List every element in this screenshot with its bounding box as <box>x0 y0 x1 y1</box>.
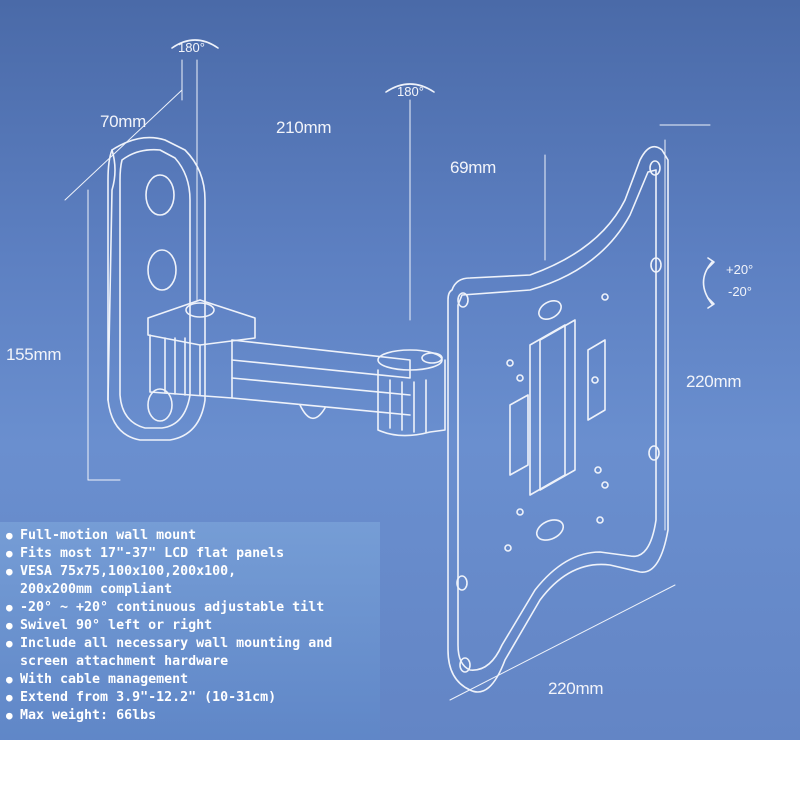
bullet-icon: ● <box>6 637 13 650</box>
feature-item: ● Fits most 17"-37" LCD flat panels <box>6 545 380 563</box>
tilt-down-label: -20° <box>728 284 752 299</box>
feature-list: ● Full-motion wall mount ● Fits most 17"-37… <box>6 527 380 725</box>
feature-item: ● Full-motion wall mount <box>6 527 380 545</box>
feature-list-panel: ● Full-motion wall mount ● Fits most 17"-37… <box>0 522 380 740</box>
wall-swivel-label: 180° <box>178 40 205 55</box>
arm-length-label: 210mm <box>276 118 332 137</box>
tilt-up-label: +20° <box>726 262 754 277</box>
bullet-icon: ● <box>6 619 13 632</box>
bullet-icon: ● <box>6 601 13 614</box>
wall-depth-label: 70mm <box>100 112 147 131</box>
feature-text: VESA 75x75,100x100,200x100, <box>20 564 237 579</box>
swing-arm-drawing <box>147 299 446 437</box>
bullet-icon: ● <box>6 547 13 560</box>
feature-item: ● With cable management <box>6 671 380 689</box>
feature-text: Fits most 17"-37" LCD flat panels <box>20 546 285 561</box>
feature-item: ● Include all necessary wall mounting and… <box>6 635 380 671</box>
feature-text: Full-motion wall mount <box>20 528 197 543</box>
bottom-white-margin <box>0 740 800 800</box>
bullet-icon: ● <box>6 691 13 704</box>
feature-text: Include all necessary wall mounting and <box>20 636 333 651</box>
bullet-icon: ● <box>6 709 13 722</box>
bullet-icon: ● <box>6 529 13 542</box>
feature-text: Max weight: 66lbs <box>20 708 157 723</box>
feature-text: Swivel 90° left or right <box>20 618 213 633</box>
rotation-arrow-wall <box>171 39 219 49</box>
wall-height-label: 155mm <box>6 345 62 364</box>
rotation-arrow-arm <box>385 83 435 93</box>
wall-mount-line-drawing <box>64 39 715 701</box>
plate-height-label: 220mm <box>686 372 742 391</box>
arm-swivel-label: 180° <box>397 84 424 99</box>
box-background: 70mm 210mm 69mm 155mm 220mm 220mm 180° 1… <box>0 0 800 740</box>
bullet-icon: ● <box>6 565 13 578</box>
feature-item: ● Swivel 90° left or right <box>6 617 380 635</box>
feature-item: ● VESA 75x75,100x100,200x100, 200x200mm co… <box>6 563 380 599</box>
feature-item: ● Extend from 3.9"-12.2" (10-31cm) <box>6 689 380 707</box>
feature-text: With cable management <box>20 672 189 687</box>
feature-text-continued: screen attachment hardware <box>20 654 229 669</box>
bullet-icon: ● <box>6 673 13 686</box>
feature-text-continued: 200x200mm compliant <box>20 582 173 597</box>
vesa-plate-drawing <box>447 145 669 693</box>
feature-text: -20° ~ +20° continuous adjustable tilt <box>20 600 325 615</box>
feature-text: Extend from 3.9"-12.2" (10-31cm) <box>20 690 277 705</box>
plate-depth-label: 69mm <box>450 158 497 177</box>
feature-item: ● -20° ~ +20° continuous adjustable tilt <box>6 599 380 617</box>
plate-width-label: 220mm <box>548 679 604 698</box>
feature-item: ● Max weight: 66lbs <box>6 707 380 725</box>
